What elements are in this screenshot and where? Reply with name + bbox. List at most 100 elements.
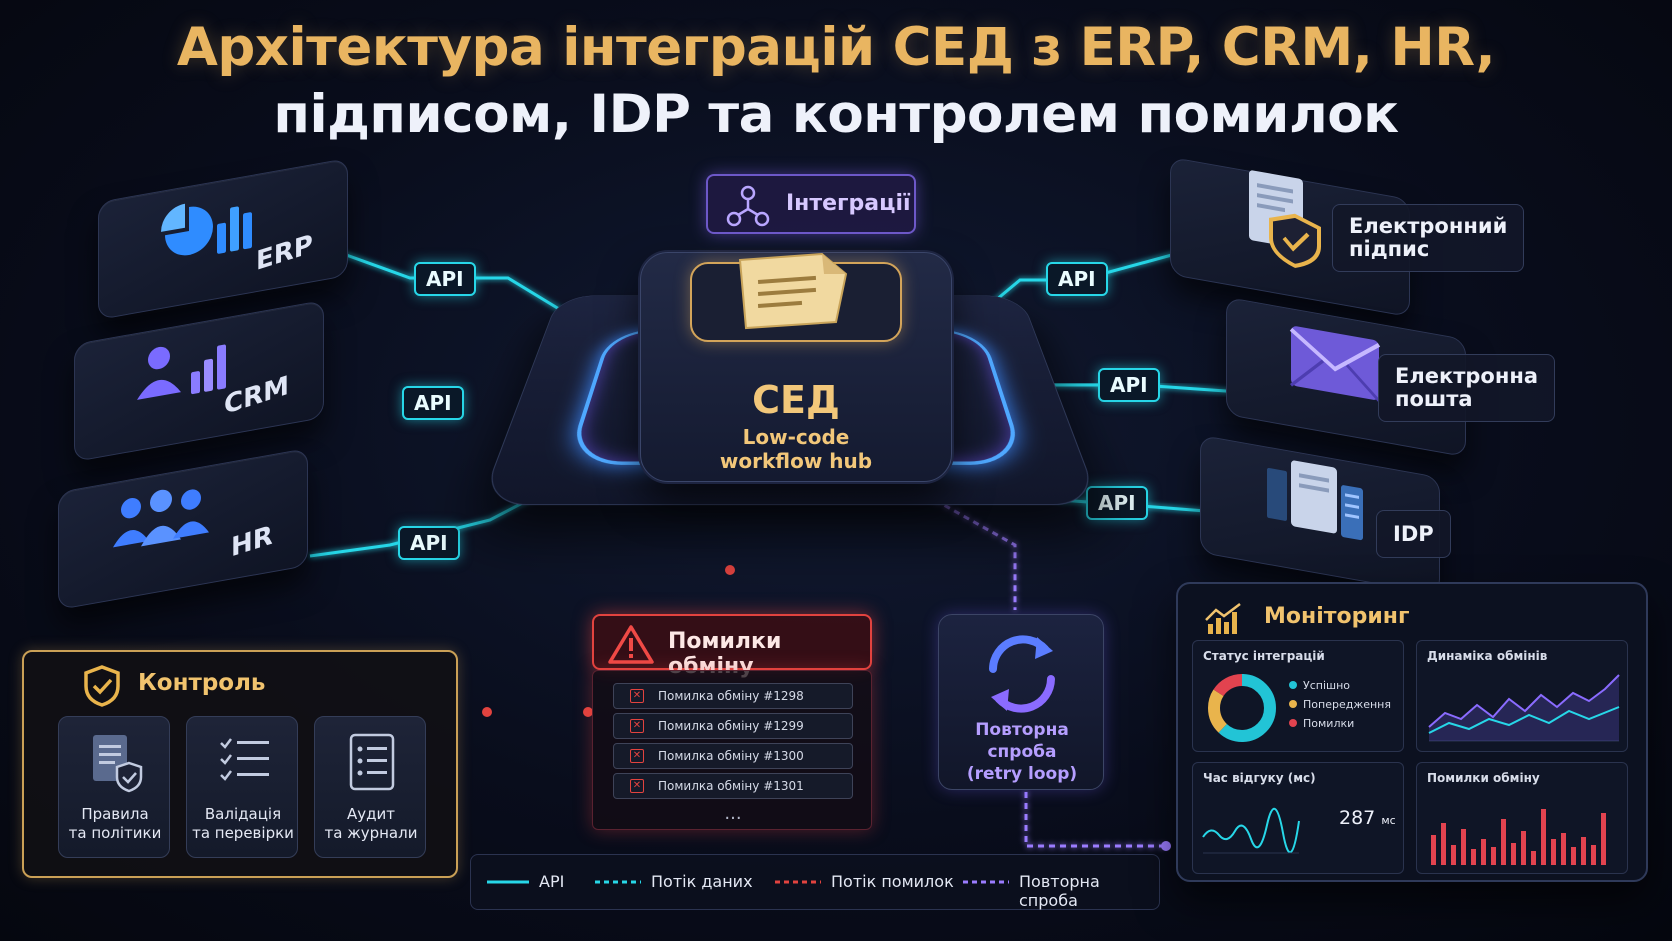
system-idp[interactable] <box>1200 434 1440 596</box>
card-line: та перевірки <box>192 824 294 842</box>
dot-icon <box>1289 719 1297 727</box>
error-x-icon: ✕ <box>630 749 644 763</box>
card-line: Валідація <box>204 805 282 823</box>
title-line-1: Архітектура інтеграцій СЕД з ERP, CRM, H… <box>176 17 1496 78</box>
system-erp[interactable]: ERP <box>98 157 348 321</box>
tile-title: Динаміка обмінів <box>1427 649 1548 663</box>
system-label-email: Електронна пошта <box>1378 354 1556 422</box>
legend-label: Успішно <box>1303 679 1350 692</box>
errors-more: ... <box>724 803 742 824</box>
errors-title: Помилки обміну <box>668 629 782 679</box>
system-label: ERP <box>256 229 313 278</box>
control-card-policies[interactable]: Правила та політики <box>58 716 170 858</box>
label-line: IDP <box>1393 522 1434 546</box>
errors-list: ✕ Помилка обміну #1298 ✕ Помилка обміну … <box>592 670 872 830</box>
legend-item: Повторна спроба <box>1019 872 1100 910</box>
control-card-label: Аудит та журнали <box>315 805 427 843</box>
tile-title: Помилки обміну <box>1427 771 1540 785</box>
integrations-badge[interactable]: Інтеграції <box>706 174 916 234</box>
error-item-label: Помилка обміну #1301 <box>658 779 804 793</box>
legend-warning: Попередження <box>1289 698 1391 711</box>
users-group-icon <box>113 489 209 548</box>
hub-subtitle: Low-code workflow hub <box>640 425 952 473</box>
legend-item: Потік даних <box>651 872 753 891</box>
error-item[interactable]: ✕ Помилка обміну #1301 <box>613 773 853 799</box>
system-email[interactable] <box>1226 296 1466 458</box>
donut-slice <box>1208 674 1276 742</box>
donut-slice <box>1208 674 1276 742</box>
tile-title: Час відгуку (мс) <box>1203 771 1316 785</box>
warning-triangle-icon <box>608 625 654 664</box>
label-line: Електронна <box>1395 364 1539 388</box>
checklist-icon <box>220 738 269 781</box>
error-x-icon: ✕ <box>630 779 644 793</box>
card-line: Аудит <box>347 805 395 823</box>
document-icon <box>738 252 848 330</box>
hub-subtitle-line-2: workflow hub <box>719 449 873 473</box>
audit-log-icon <box>349 733 395 791</box>
system-crm[interactable]: CRM <box>74 299 324 463</box>
monitoring-title: Моніторинг <box>1264 604 1410 629</box>
label-line: Електронний <box>1349 214 1508 238</box>
response-value: 287 мс <box>1339 807 1396 829</box>
errors-bar-chart <box>1431 809 1606 865</box>
legend-success: Успішно <box>1289 679 1350 692</box>
label-line: пошта <box>1395 387 1473 411</box>
server-document-icon <box>1267 460 1363 541</box>
retry-loop-panel[interactable]: Повторна спроба (retry loop) <box>938 614 1104 790</box>
system-hr[interactable]: HR <box>58 447 308 611</box>
retry-line-2: (retry loop) <box>966 764 1078 784</box>
error-item-label: Помилка обміну #1300 <box>658 749 804 763</box>
legend-lines <box>487 880 1009 884</box>
control-card-audit[interactable]: Аудит та журнали <box>314 716 426 858</box>
system-label-signature: Електронний підпис <box>1332 204 1525 272</box>
policy-document-icon <box>93 735 143 793</box>
integrations-label: Інтеграції <box>786 191 911 216</box>
error-x-icon: ✕ <box>630 719 644 733</box>
error-node-dot <box>482 707 492 717</box>
envelope-icon <box>1289 326 1381 402</box>
error-node-dot <box>725 565 735 575</box>
tile-response-time[interactable]: Час відгуку (мс) 287 мс <box>1192 762 1404 874</box>
retry-label: Повторна спроба (retry loop) <box>939 719 1105 785</box>
system-label-idp: IDP <box>1376 510 1451 558</box>
error-x-icon: ✕ <box>630 689 644 703</box>
error-node-dot <box>583 707 593 717</box>
error-item[interactable]: ✕ Помилка обміну #1298 <box>613 683 853 709</box>
title-line-2: підписом, IDP та контролем помилок <box>273 84 1399 145</box>
page-title: Архітектура інтеграцій СЕД з ERP, CRM, H… <box>0 14 1672 148</box>
error-item[interactable]: ✕ Помилка обміну #1300 <box>613 743 853 769</box>
tile-title: Статус інтеграцій <box>1203 649 1325 663</box>
api-label-signature: API <box>1046 262 1108 296</box>
api-label-erp: API <box>414 262 476 296</box>
system-signature[interactable] <box>1170 156 1410 318</box>
response-sparkline <box>1202 808 1300 854</box>
tile-exchange-errors[interactable]: Помилки обміну <box>1416 762 1628 874</box>
api-label-hr: API <box>398 526 460 560</box>
exchange-errors-header[interactable]: Помилки обміну <box>592 614 872 679</box>
legend-label: Помилки <box>1303 717 1355 730</box>
response-number: 287 <box>1339 807 1376 829</box>
tile-dynamics[interactable]: Динаміка обмінів <box>1416 640 1628 752</box>
legend-item: Потік помилок <box>831 872 954 891</box>
legend: API Потік даних Потік помилок Повторна с… <box>470 854 1160 910</box>
control-card-validation[interactable]: Валідація та перевірки <box>186 716 298 858</box>
legend-item: API <box>539 872 565 891</box>
network-nodes-icon <box>726 185 770 227</box>
error-item-label: Помилка обміну #1298 <box>658 689 804 703</box>
response-unit: мс <box>1381 814 1396 827</box>
error-item[interactable]: ✕ Помилка обміну #1299 <box>613 713 853 739</box>
api-label-email: API <box>1098 368 1160 402</box>
hub-title: СЕД <box>752 378 840 422</box>
tile-status[interactable]: Статус інтеграцій Успішно Попередження П… <box>1192 640 1404 752</box>
refresh-cycle-icon <box>989 635 1055 713</box>
user-chart-icon <box>137 344 226 400</box>
pie-bar-chart-icon <box>161 203 252 256</box>
signed-document-shield-icon <box>1249 170 1321 268</box>
dynamics-line-chart <box>1428 674 1620 742</box>
legend-label: Попередження <box>1303 698 1391 711</box>
card-line: та журнали <box>324 824 418 842</box>
retry-line-1: Повторна спроба <box>975 720 1069 762</box>
hub-subtitle-line-1: Low-code <box>742 425 850 449</box>
monitoring-panel: Моніторинг Статус інтеграцій Успішно Поп… <box>1176 582 1648 882</box>
